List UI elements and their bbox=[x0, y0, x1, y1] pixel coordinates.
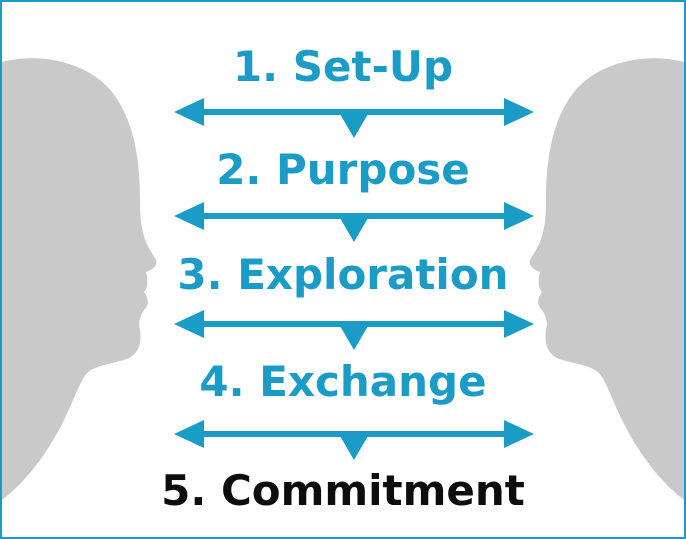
step-5-label: 5. Commitment bbox=[161, 466, 525, 515]
double-arrow-icon bbox=[174, 98, 534, 138]
step-4-label: 4. Exchange bbox=[199, 357, 487, 406]
double-arrow-icon bbox=[174, 420, 534, 460]
step-1-label: 1. Set-Up bbox=[232, 42, 454, 91]
step-3-label: 3. Exploration bbox=[177, 250, 509, 299]
double-arrow-icon bbox=[174, 310, 534, 350]
step-2-label: 2. Purpose bbox=[216, 145, 470, 194]
double-arrow-icon bbox=[174, 202, 534, 242]
